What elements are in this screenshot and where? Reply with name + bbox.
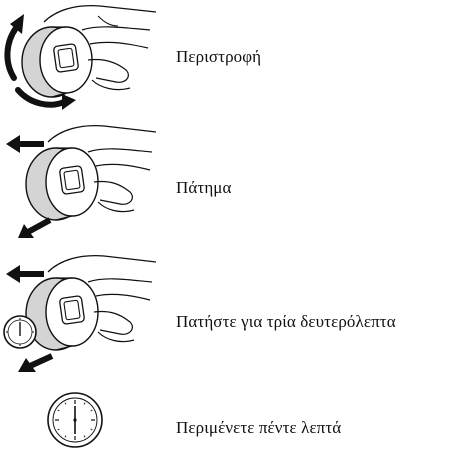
instruction-wait: Περιμένετε πέντε λεπτά [0,388,452,450]
instruction-label-hold: Πατήστε για τρία δευτερόλεπτα [176,312,396,331]
instruction-press: Πάτημα [0,120,452,245]
clock-icon [47,392,103,448]
instruction-label-press: Πάτημα [176,178,232,197]
instruction-rotate: Περιστροφή [0,0,452,112]
instruction-hold: Πατήστε για τρία δευτερόλεπτα [0,252,452,382]
rotate-knob-icon [4,4,157,110]
instruction-label-wait: Περιμένετε πέντε λεπτά [176,418,342,437]
press-hold-timer-icon [3,254,157,372]
press-knob-icon [6,124,157,238]
instruction-label-rotate: Περιστροφή [176,47,262,66]
